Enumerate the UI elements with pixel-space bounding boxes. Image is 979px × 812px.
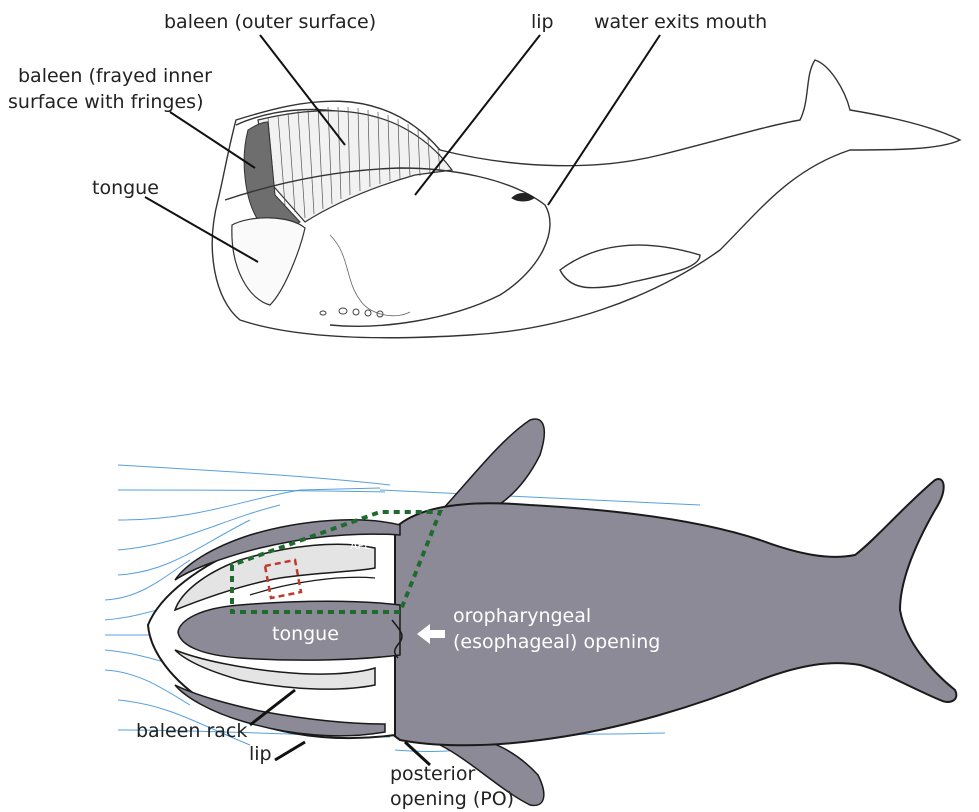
pectoral-fin-side (560, 245, 700, 288)
label-oro-1: oropharyngeal (453, 605, 591, 627)
label-lip-top: lip (531, 11, 554, 33)
label-apt: APT (321, 585, 346, 600)
chin-patch (330, 235, 410, 316)
label-apl: APL (350, 539, 371, 552)
label-lip-bottom: lip (249, 743, 272, 765)
label-baleen-inner-2: surface with fringes) (8, 91, 204, 113)
label-baleen-rack: baleen rack (136, 720, 247, 742)
whale-side-view (212, 60, 960, 338)
label-oro-2: (esophageal) opening (453, 631, 660, 653)
label-baleen-outer: baleen (outer surface) (164, 11, 376, 33)
label-posterior-1: posterior (390, 763, 475, 785)
chin-bumps (320, 308, 383, 317)
eye (512, 194, 534, 202)
label-water-exits: water exits mouth (594, 11, 767, 33)
baleen-outer (258, 111, 452, 222)
label-tongue-top: tongue (92, 177, 159, 199)
label-posterior-2: opening (PO) (390, 788, 514, 810)
tongue-side (232, 218, 305, 305)
label-baleen-inner-1: baleen (frayed inner (18, 65, 212, 87)
label-tongue-bottom: tongue (272, 623, 339, 645)
